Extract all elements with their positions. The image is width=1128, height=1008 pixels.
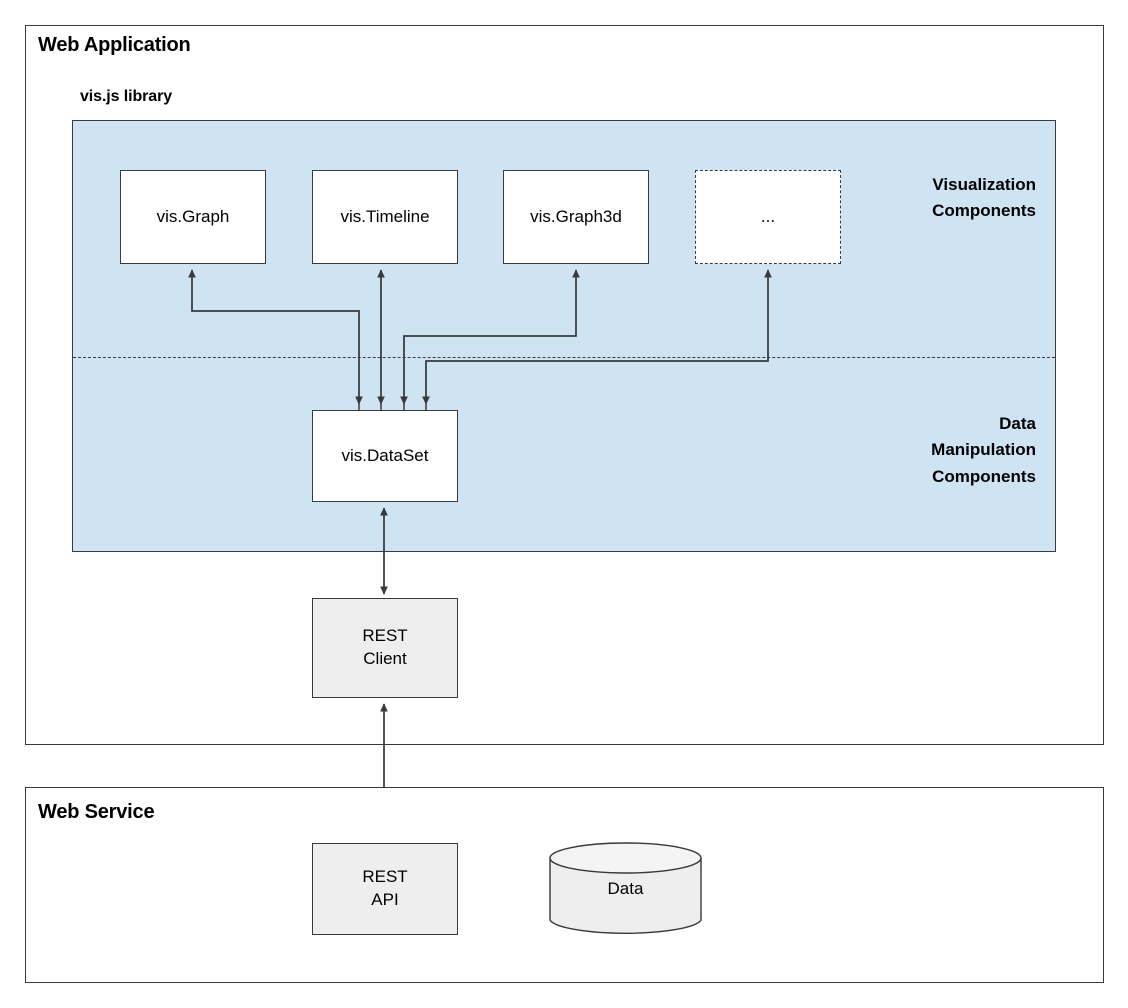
node-vis-graph3d[interactable]: vis.Graph3d [503, 170, 649, 264]
web-application-title: Web Application [38, 34, 191, 56]
visualization-components-label: Visualization Components [932, 175, 1036, 221]
node-vis-graph[interactable]: vis.Graph [120, 170, 266, 264]
node-more-components[interactable]: ... [695, 170, 841, 264]
vis-js-library-title: vis.js library [80, 88, 172, 105]
node-vis-dataset[interactable]: vis.DataSet [312, 410, 458, 502]
node-vis-timeline[interactable]: vis.Timeline [312, 170, 458, 264]
node-rest-client[interactable]: REST Client [312, 598, 458, 698]
data-manipulation-components-label: Data Manipulation Components [931, 414, 1036, 486]
node-rest-api[interactable]: REST API [312, 843, 458, 935]
web-service-title: Web Service [38, 801, 155, 823]
database-cylinder-icon [549, 842, 702, 934]
library-section-divider [73, 357, 1055, 358]
node-data-store[interactable]: Data [549, 842, 702, 936]
data-store-label: Data [607, 879, 644, 898]
